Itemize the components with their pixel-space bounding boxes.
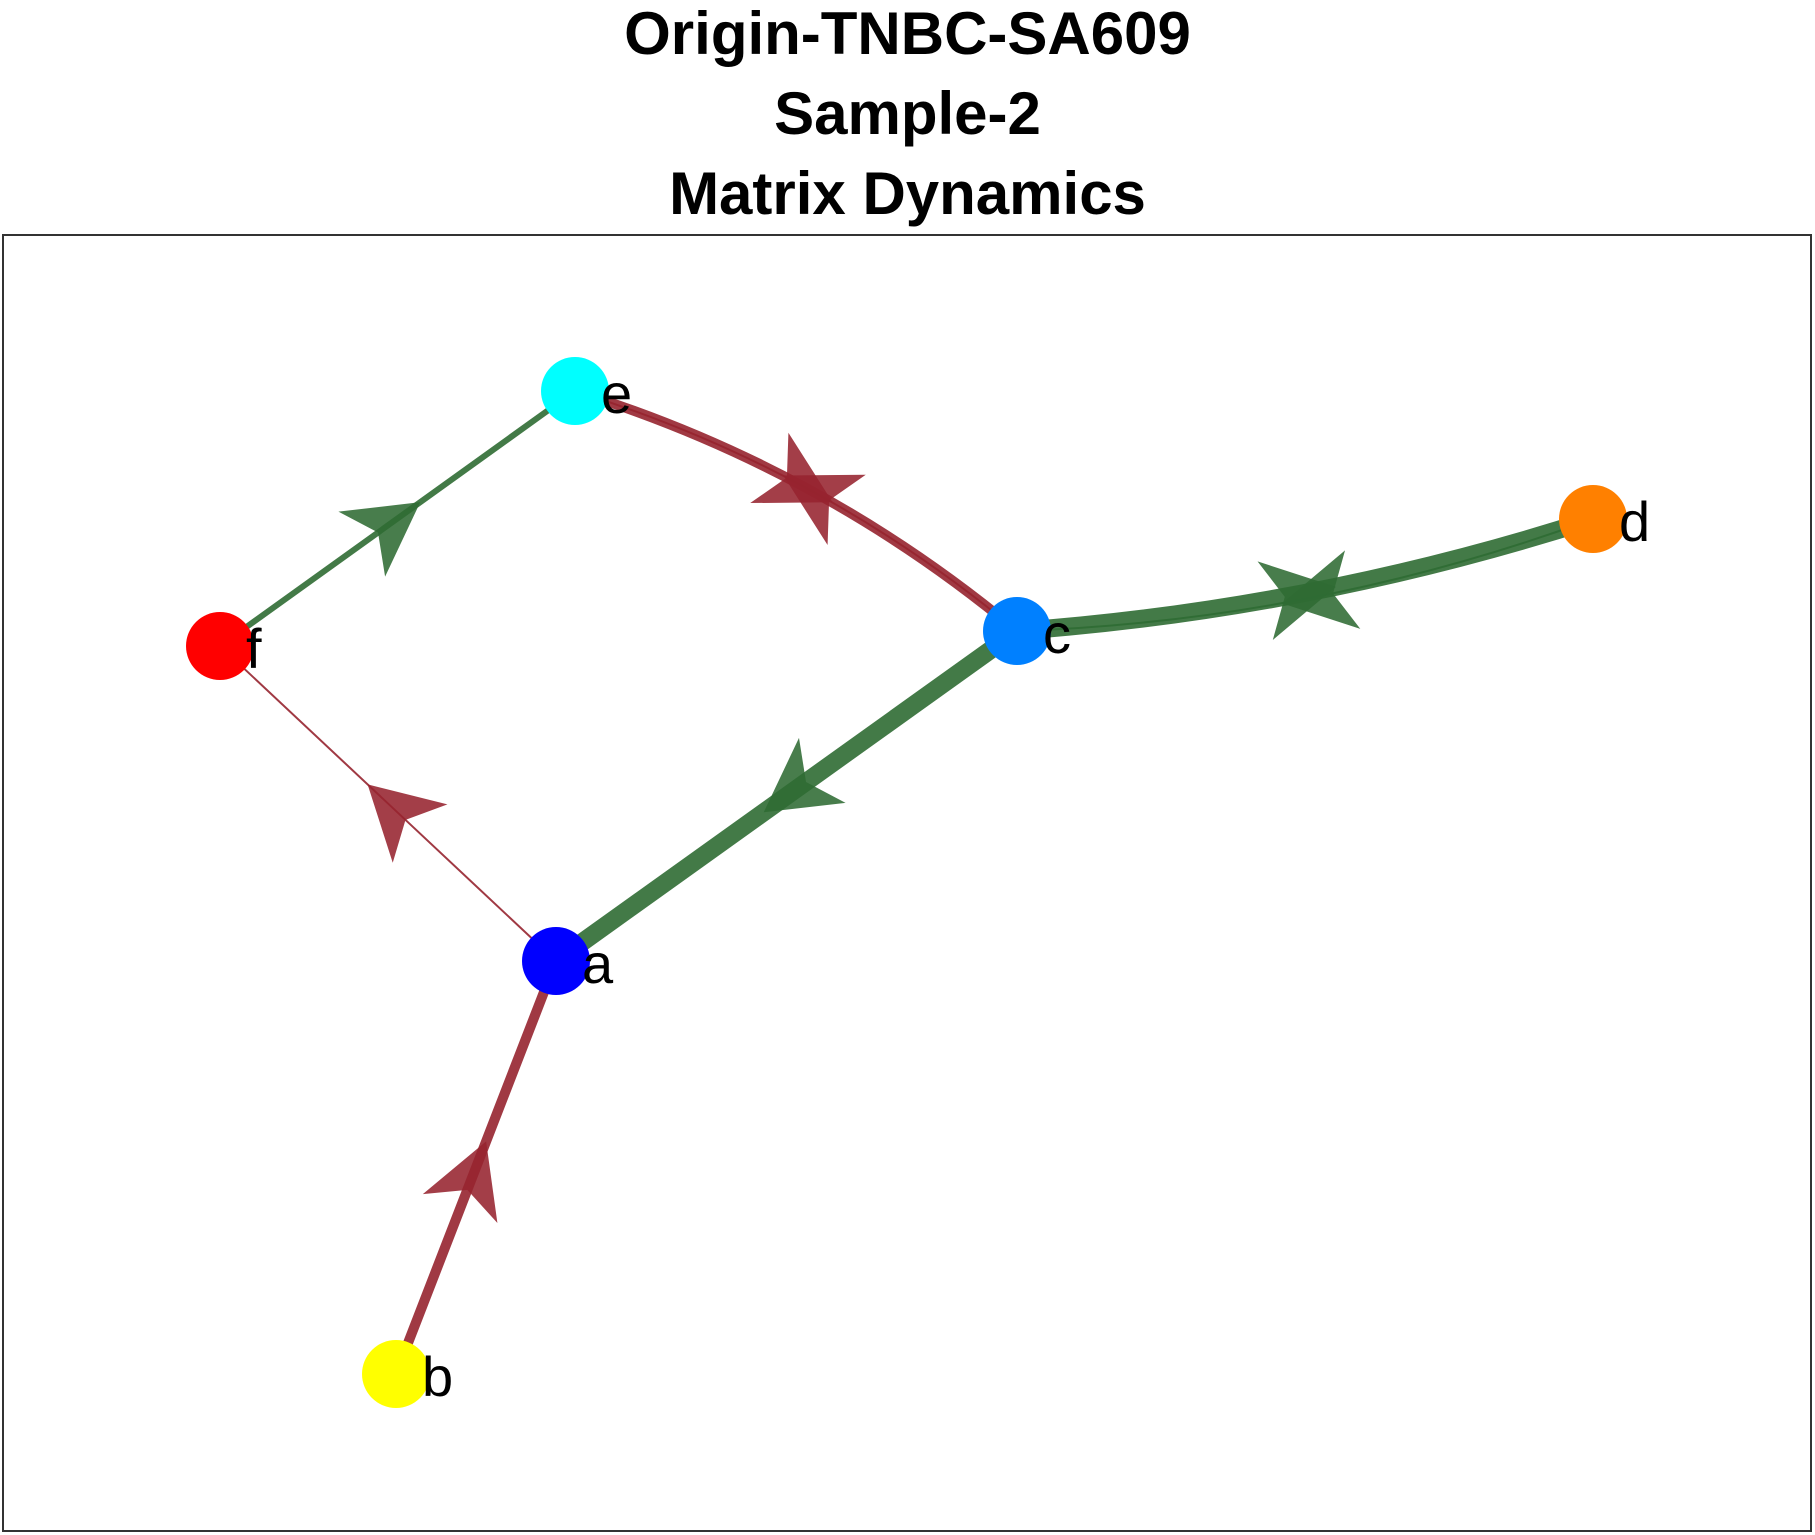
- node-e: e: [541, 357, 632, 425]
- node-f: f: [186, 612, 262, 680]
- plot-frame: [2, 234, 1812, 1532]
- edge-c-to-e: [570, 386, 1022, 636]
- edge-e-to-c: [574, 390, 1018, 632]
- arrows-layer: [338, 432, 1361, 1223]
- node-b: b: [362, 1340, 453, 1408]
- node-e-marker: [541, 357, 609, 425]
- nodes-layer: a b c d e f: [186, 357, 1650, 1408]
- node-a: a: [522, 927, 614, 995]
- node-d-label: d: [1619, 490, 1650, 553]
- node-c: c: [983, 597, 1071, 665]
- node-a-marker: [522, 927, 590, 995]
- edges-layer: [217, 386, 1602, 1379]
- node-b-marker: [362, 1340, 430, 1408]
- arrow-c-to-d: [1257, 561, 1336, 640]
- node-f-marker: [186, 612, 254, 680]
- node-f-label: f: [246, 617, 262, 680]
- title-line-3: Matrix Dynamics: [669, 160, 1146, 227]
- arrow-c-to-e: [783, 474, 866, 546]
- node-c-marker: [983, 597, 1051, 665]
- edge-c-to-d: [1008, 510, 1602, 640]
- node-d-marker: [1559, 485, 1627, 553]
- arrow-a-to-f: [367, 784, 448, 863]
- arrow-f-to-e: [338, 502, 421, 577]
- title-line-2: Sample-2: [774, 80, 1041, 147]
- node-b-label: b: [422, 1345, 453, 1408]
- node-c-label: c: [1043, 602, 1071, 665]
- arrow-c-to-a: [763, 737, 846, 813]
- chart-title: Origin-TNBC-SA609 Sample-2 Matrix Dynami…: [0, 0, 1815, 234]
- title-line-1: Origin-TNBC-SA609: [624, 0, 1191, 67]
- node-e-label: e: [601, 362, 632, 425]
- node-a-label: a: [582, 932, 614, 995]
- node-d: d: [1559, 485, 1650, 553]
- arrow-b-to-a: [422, 1141, 498, 1223]
